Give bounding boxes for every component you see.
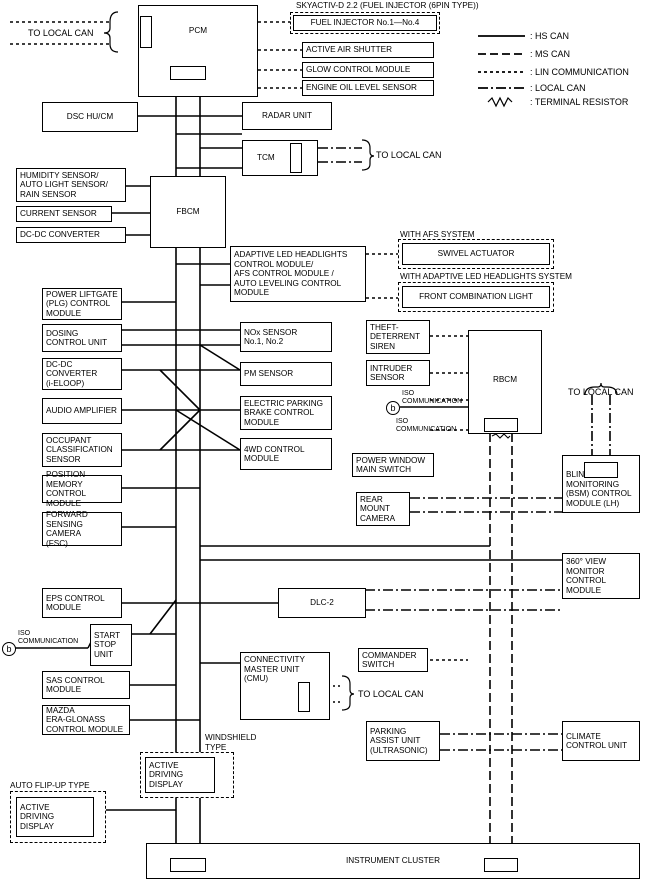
with-adaptive-label: WITH ADAPTIVE LED HEADLIGHTS SYSTEM	[400, 272, 572, 281]
tcm-module: TCM	[242, 140, 318, 176]
legend-local-can: : LOCAL CAN	[530, 83, 586, 93]
windshield-display-group: ACTIVE DRIVING DISPLAY	[140, 752, 234, 798]
current-sensor: CURRENT SENSOR	[16, 206, 112, 222]
intruder-sensor: INTRUDER SENSOR	[366, 360, 430, 386]
rear-mount-camera: REAR MOUNT CAMERA	[356, 492, 410, 526]
cluster-right-connector	[484, 858, 518, 872]
to-local-can-cmu: TO LOCAL CAN	[358, 689, 424, 699]
windshield-type-label: WINDSHIELD TYPE	[205, 733, 257, 752]
fuel-injector-group: FUEL INJECTOR No.1—No.4	[290, 12, 440, 34]
active-driving-display-flip: ACTIVE DRIVING DISPLAY	[16, 797, 94, 837]
with-afs-label: WITH AFS SYSTEM	[400, 230, 475, 239]
dc-dc-converter-ieloop: DC-DC CONVERTER (i-ELOOP)	[42, 358, 122, 390]
power-window-main-switch: POWER WINDOW MAIN SWITCH	[352, 453, 434, 477]
plg-control-module: POWER LIFTGATE (PLG) CONTROL MODULE	[42, 288, 122, 320]
iso-comm-label-3: ISO COMMUNICATION	[18, 630, 79, 645]
dosing-control-unit: DOSING CONTROL UNIT	[42, 324, 122, 352]
dc-dc-converter: DC-DC CONVERTER	[16, 227, 126, 243]
sas-control-module: SAS CONTROL MODULE	[42, 671, 130, 699]
active-driving-display-windshield: ACTIVE DRIVING DISPLAY	[145, 757, 215, 793]
nox-sensor: NOx SENSOR No.1, No.2	[240, 322, 332, 352]
afs-system-group: SWIVEL ACTUATOR	[398, 239, 554, 269]
pcm-module: PCM	[138, 5, 258, 97]
glow-control-module: GLOW CONTROL MODULE	[302, 62, 434, 78]
cluster-left-connector	[170, 858, 206, 872]
front-combination-light: FRONT COMBINATION LIGHT	[402, 286, 550, 308]
rbcm-module: RBCM	[468, 330, 542, 434]
start-stop-unit: START STOP UNIT	[90, 624, 132, 666]
electric-parking-brake-module: ELECTRIC PARKING BRAKE CONTROL MODULE	[240, 396, 332, 430]
dsc-hu-cm: DSC HU/CM	[42, 102, 138, 132]
legend-terminal-resistor: : TERMINAL RESISTOR	[530, 97, 629, 107]
eps-control-module: EPS CONTROL MODULE	[42, 588, 122, 618]
fuel-injector-module: FUEL INJECTOR No.1—No.4	[293, 15, 437, 31]
commander-switch: COMMANDER SWITCH	[358, 648, 428, 672]
engine-oil-level-sensor: ENGINE OIL LEVEL SENSOR	[302, 80, 434, 96]
adaptive-led-headlights-module: ADAPTIVE LED HEADLIGHTS CONTROL MODULE/ …	[230, 246, 366, 302]
forward-sensing-camera: FORWARD SENSING CAMERA (FSC)	[42, 510, 122, 548]
era-glonass-module: MAZDA ERA-GLONASS CONTROL MODULE	[42, 705, 130, 735]
instrument-cluster: INSTRUMENT CLUSTER	[146, 843, 640, 879]
to-local-can-pcm: TO LOCAL CAN	[28, 28, 94, 38]
climate-control-unit: CLIMATE CONTROL UNIT	[562, 721, 640, 761]
auto-flip-label: AUTO FLIP-UP TYPE	[10, 781, 90, 790]
360-view-monitor-module: 360° VIEW MONITOR CONTROL MODULE	[562, 553, 640, 599]
humidity-sensor: HUMIDITY SENSOR/ AUTO LIGHT SENSOR/ RAIN…	[16, 168, 126, 202]
iso-link-b-left: b	[2, 642, 16, 656]
pcm-bus-connector	[170, 66, 206, 80]
theft-deterrent-siren: THEFT- DETERRENT SIREN	[366, 320, 430, 354]
position-memory-module: POSITION MEMORY CONTROL MODULE	[42, 470, 122, 508]
pm-sensor: PM SENSOR	[240, 362, 332, 386]
dlc-2-connector[interactable]: DLC-2	[278, 588, 366, 618]
active-air-shutter: ACTIVE AIR SHUTTER	[302, 42, 434, 58]
to-local-can-bsm: TO LOCAL CAN	[568, 387, 634, 397]
iso-comm-label-1: ISO COMMUNICATION	[402, 390, 463, 405]
adaptive-system-group: FRONT COMBINATION LIGHT	[398, 282, 554, 312]
legend-hs-can: : HS CAN	[530, 31, 570, 41]
skyactiv-heading: SKYACTIV-D 2.2 (FUEL INJECTOR (6PIN TYPE…	[296, 1, 479, 10]
legend-ms-can: : MS CAN	[530, 49, 571, 59]
pcm-local-connector	[140, 16, 152, 48]
bsm-local-connector	[584, 462, 618, 478]
iso-link-b-right: b	[386, 401, 400, 415]
fbcm-module: FBCM	[150, 176, 226, 248]
rbcm-bus-connector	[484, 418, 518, 432]
audio-amplifier: AUDIO AMPLIFIER	[42, 398, 122, 424]
auto-flip-display-group: ACTIVE DRIVING DISPLAY	[10, 791, 106, 843]
swivel-actuator: SWIVEL ACTUATOR	[402, 243, 550, 265]
parking-assist-unit: PARKING ASSIST UNIT (ULTRASONIC)	[366, 721, 440, 761]
iso-comm-label-2: ISO COMMUNICATION	[396, 418, 457, 433]
cmu-local-connector	[298, 682, 310, 712]
connectivity-master-unit: CONNECTIVITY MASTER UNIT (CMU)	[240, 652, 330, 720]
tcm-local-connector	[290, 143, 302, 173]
occupant-classification-sensor: OCCUPANT CLASSIFICATION SENSOR	[42, 433, 122, 467]
legend-lin: : LIN COMMUNICATION	[530, 67, 629, 77]
radar-unit: RADAR UNIT	[242, 102, 332, 130]
4wd-control-module: 4WD CONTROL MODULE	[240, 438, 332, 470]
to-local-can-tcm: TO LOCAL CAN	[376, 150, 442, 160]
